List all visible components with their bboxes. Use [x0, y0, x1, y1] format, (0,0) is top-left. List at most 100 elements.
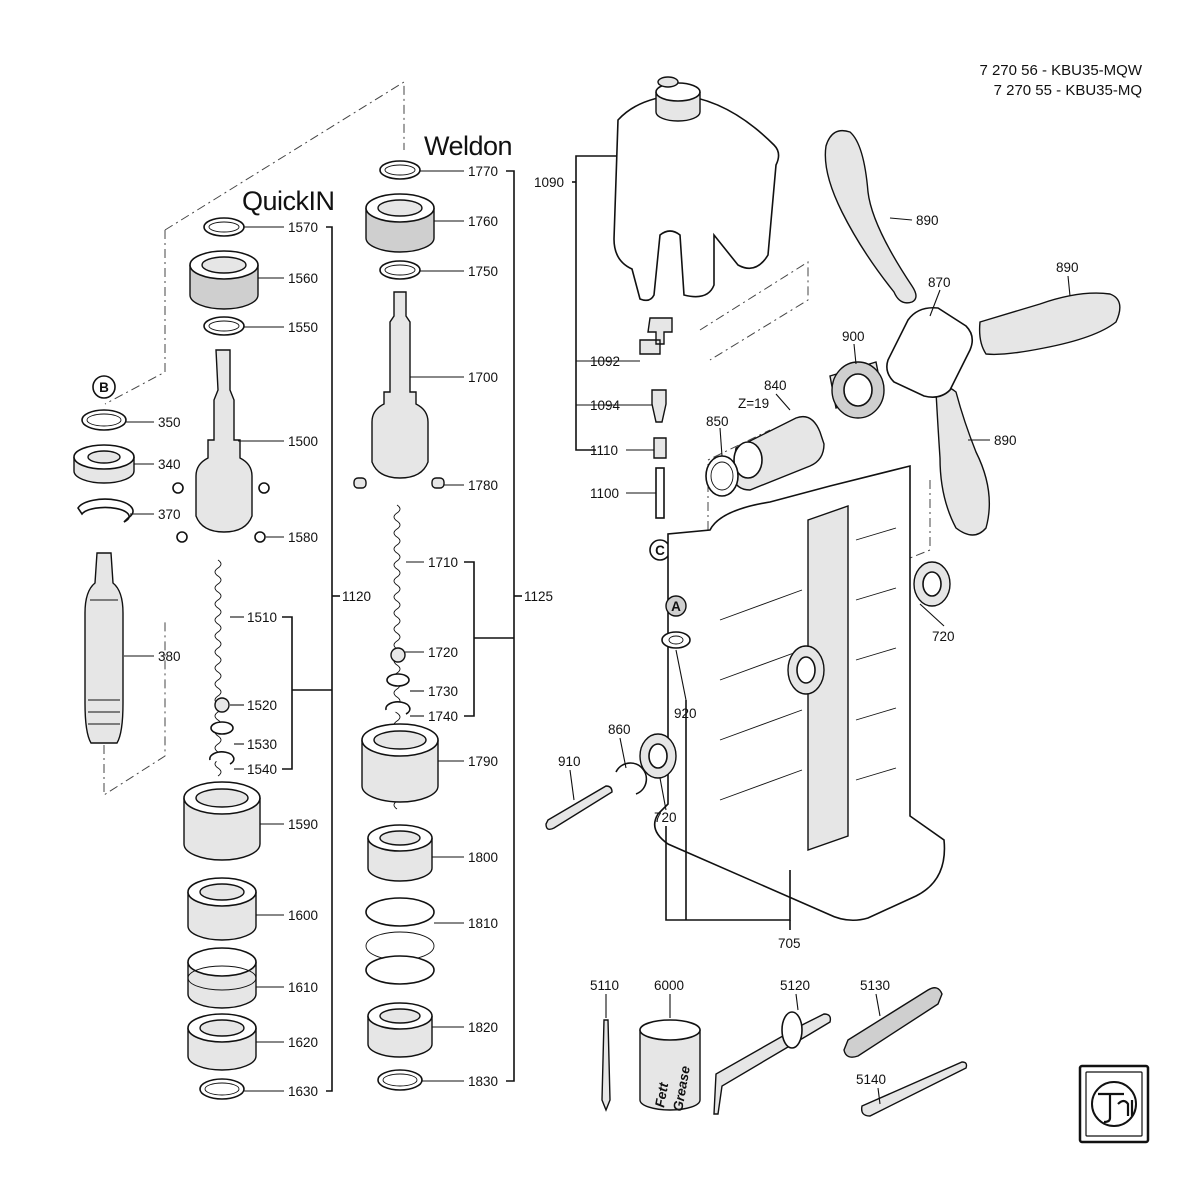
marker-a-label: A	[671, 599, 681, 614]
label-380: 380	[158, 649, 181, 664]
label-1820: 1820	[468, 1020, 498, 1035]
label-910: 910	[558, 754, 581, 769]
part-890-right-shape	[978, 292, 1121, 356]
label-1092: 1092	[590, 354, 620, 369]
handle-group	[705, 129, 1121, 536]
label-1500: 1500	[288, 434, 318, 449]
label-860: 860	[608, 722, 631, 737]
spindle-group-b	[73, 375, 135, 744]
quickin-parts	[172, 217, 270, 1100]
part-1590-shape	[183, 798, 261, 861]
part-890-bottom-shape	[935, 386, 991, 536]
model-line-2: 7 270 55 - KBU35-MQ	[993, 82, 1142, 99]
label-840: 840	[764, 378, 787, 393]
part-1510-spring	[214, 559, 222, 777]
label-1630: 1630	[288, 1084, 318, 1099]
label-850: 850	[706, 414, 729, 429]
accessories-group: Fett Grease	[601, 987, 968, 1117]
label-1710: 1710	[428, 555, 458, 570]
part-labels: B A C 350 340 370 380 1570 1560 1550 150…	[99, 164, 1078, 1099]
part-380-shape	[84, 552, 124, 744]
label-1580: 1580	[288, 530, 318, 545]
label-1120: 1120	[342, 589, 371, 604]
label-1780: 1780	[468, 478, 498, 493]
label-1520: 1520	[247, 698, 277, 713]
part-5130-shape	[843, 987, 943, 1058]
part-1092-shape	[639, 317, 673, 355]
label-1530: 1530	[247, 737, 277, 752]
label-1700: 1700	[468, 370, 498, 385]
label-1510: 1510	[247, 610, 277, 625]
label-5120: 5120	[780, 978, 810, 993]
label-1620: 1620	[288, 1035, 318, 1050]
part-5110-shape	[601, 1019, 611, 1112]
part-1090-shape	[613, 94, 780, 302]
part-860-shape	[615, 762, 648, 795]
label-900: 900	[842, 329, 865, 344]
part-920-shape	[661, 631, 691, 649]
label-890-top: 890	[916, 213, 939, 228]
part-5140-shape	[860, 1061, 968, 1117]
label-1760: 1760	[468, 214, 498, 229]
label-705: 705	[778, 936, 801, 951]
marker-b-label: B	[99, 380, 109, 395]
marker-c-label: C	[655, 543, 665, 558]
coolant-tank-group	[613, 76, 780, 561]
label-920: 920	[674, 706, 697, 721]
part-1790-shape	[361, 740, 439, 803]
label-1600: 1600	[288, 908, 318, 923]
part-350-shape	[81, 409, 127, 431]
label-720-right: 720	[932, 629, 955, 644]
part-1700-shape	[371, 291, 429, 479]
label-1094: 1094	[590, 398, 621, 413]
group-title-weldon: Weldon	[424, 131, 513, 161]
label-1800: 1800	[468, 850, 498, 865]
label-6000: 6000	[654, 978, 684, 993]
model-line-1: 7 270 56 - KBU35-MQW	[979, 62, 1142, 79]
label-340: 340	[158, 457, 181, 472]
fein-logo	[1078, 1064, 1150, 1144]
label-1790: 1790	[468, 754, 498, 769]
label-1100: 1100	[590, 486, 619, 501]
part-6000-shape	[639, 1030, 701, 1111]
label-350: 350	[158, 415, 181, 430]
label-1720: 1720	[428, 645, 458, 660]
label-1550: 1550	[288, 320, 318, 335]
leader-lines	[124, 155, 1071, 1105]
marker-a-circle	[665, 595, 687, 617]
part-1110-shape	[653, 437, 667, 459]
label-1090: 1090	[534, 175, 564, 190]
label-870: 870	[928, 275, 951, 290]
part-1500-shape	[195, 349, 253, 533]
part-1094-shape	[651, 389, 667, 423]
label-1740: 1740	[428, 709, 458, 724]
label-5110: 5110	[590, 978, 619, 993]
group-title-quickin: QuickIN	[242, 186, 335, 216]
label-1610: 1610	[288, 980, 318, 995]
label-1810: 1810	[468, 916, 498, 931]
part-1100-shape	[655, 467, 665, 519]
label-5140: 5140	[856, 1072, 886, 1087]
grease-can-label-1: Fett	[652, 1081, 671, 1108]
label-1540: 1540	[247, 762, 277, 777]
label-1110: 1110	[590, 443, 618, 458]
part-870-shape	[886, 306, 974, 398]
weldon-parts	[353, 160, 445, 1091]
column-base-group	[545, 464, 951, 922]
part-910-shape	[545, 785, 613, 831]
label-1770: 1770	[468, 164, 498, 179]
label-1590: 1590	[288, 817, 318, 832]
label-1125: 1125	[524, 589, 553, 604]
part-890-top-shape	[824, 129, 917, 304]
label-5130: 5130	[860, 978, 890, 993]
label-890-bottom: 890	[994, 433, 1017, 448]
label-720-left: 720	[654, 810, 677, 825]
part-5120-shape	[713, 1013, 832, 1115]
label-1750: 1750	[468, 264, 498, 279]
label-1560: 1560	[288, 271, 318, 286]
label-1830: 1830	[468, 1074, 498, 1089]
part-370-shape	[77, 498, 134, 523]
label-1730: 1730	[428, 684, 458, 699]
label-890-right: 890	[1056, 260, 1079, 275]
